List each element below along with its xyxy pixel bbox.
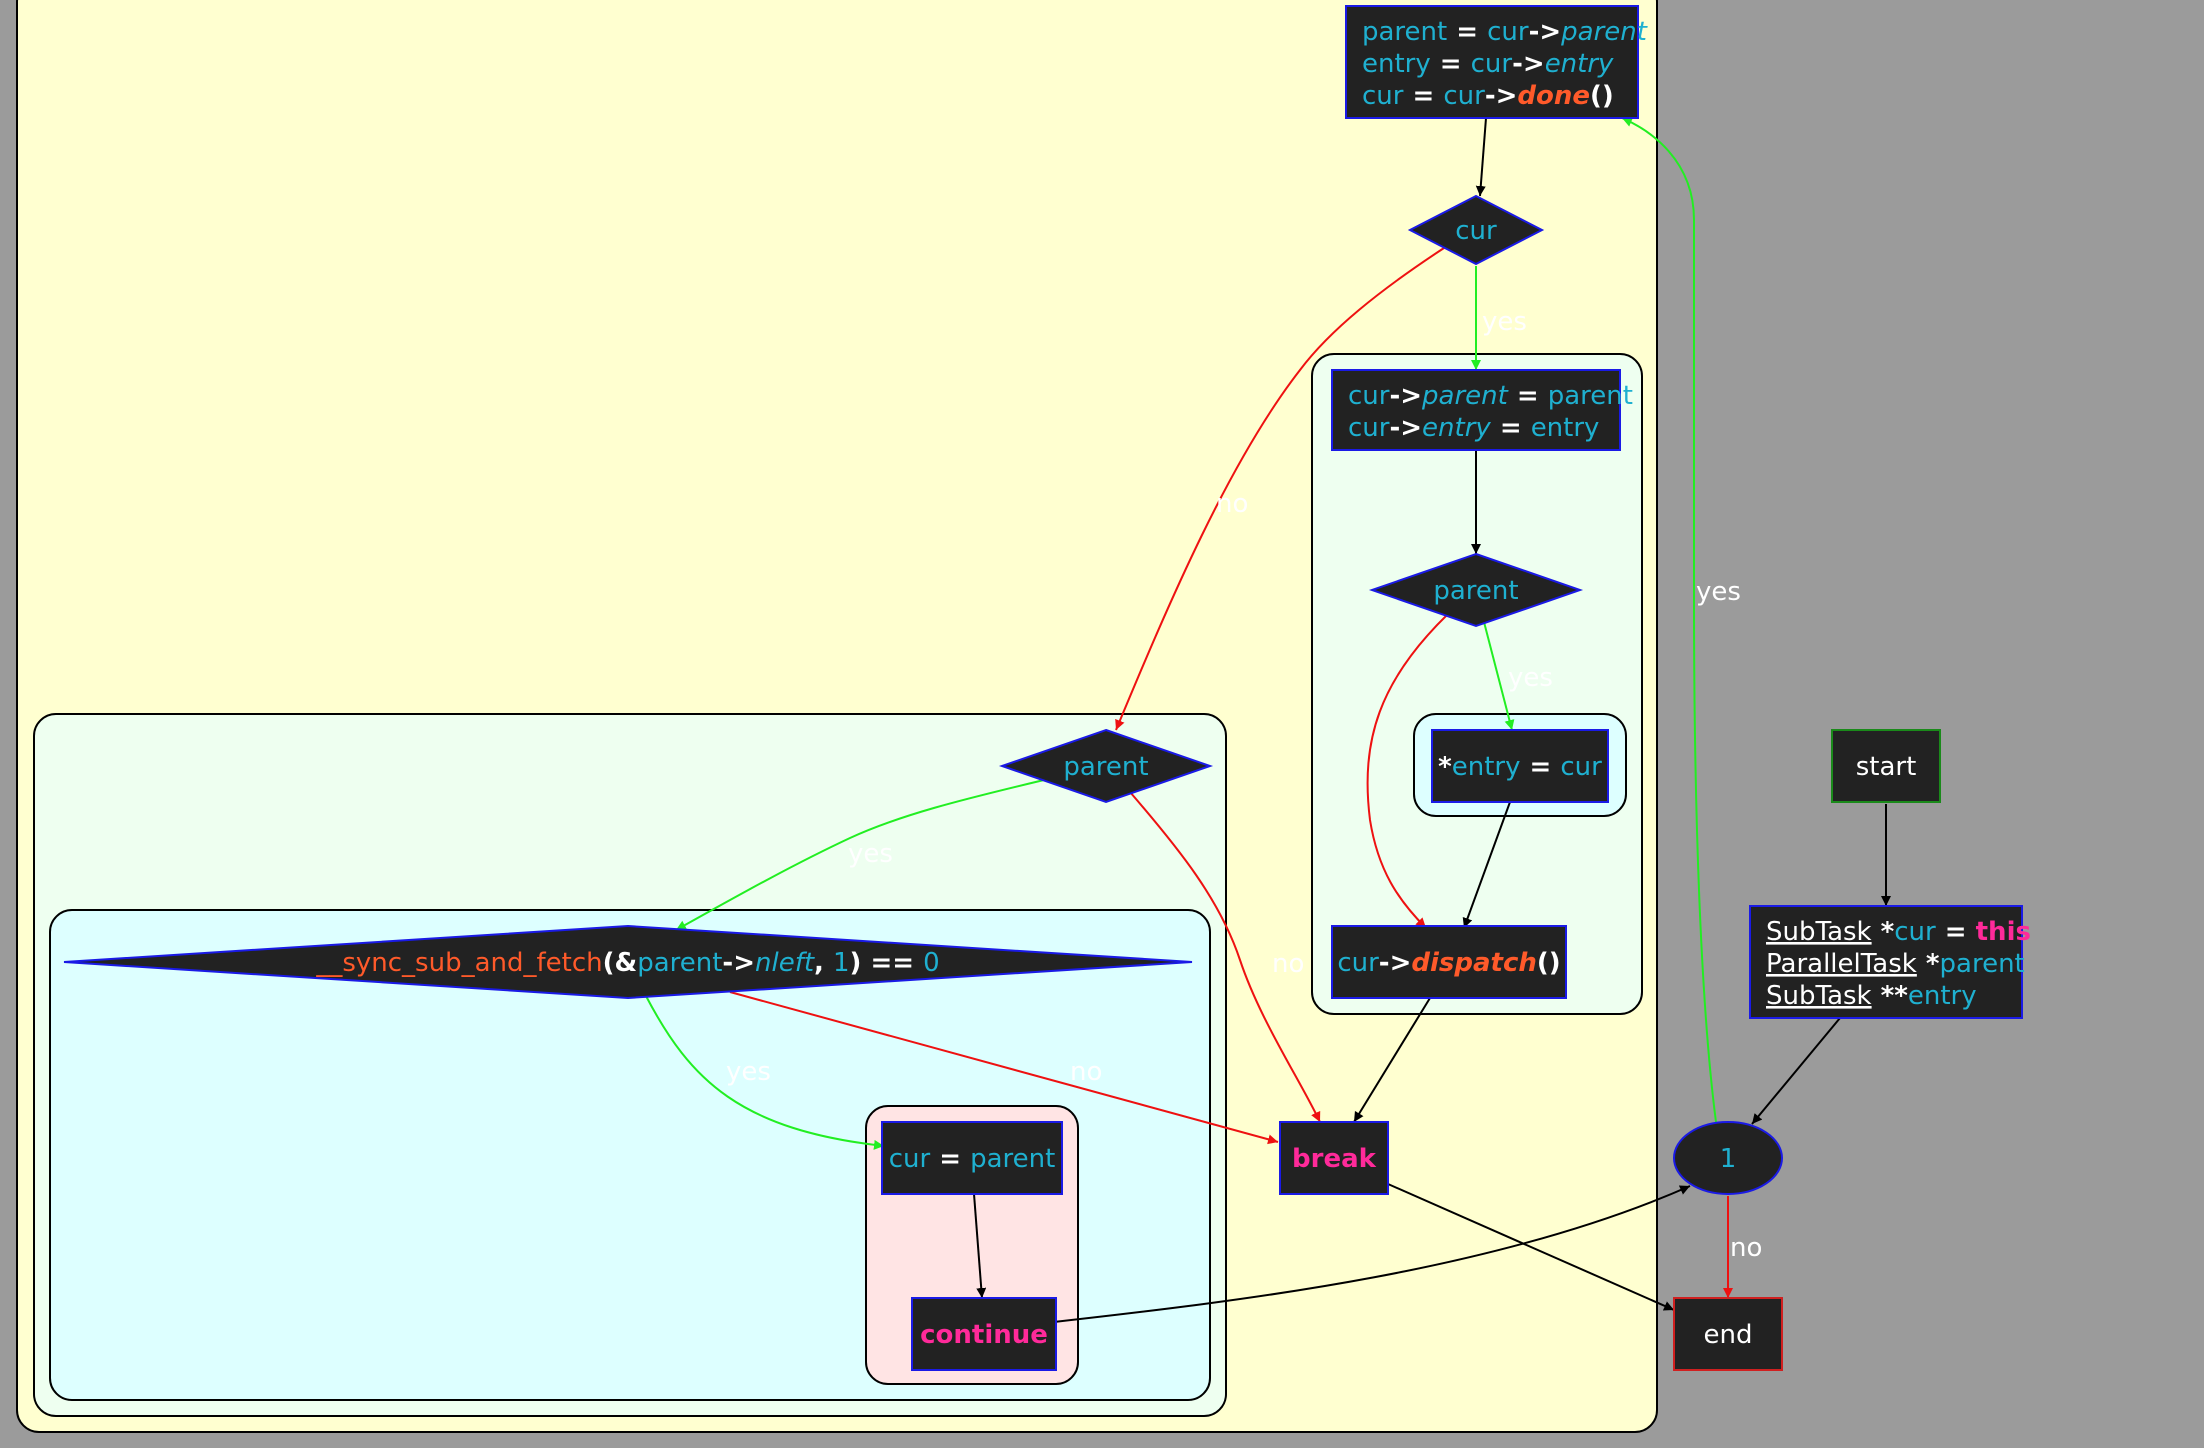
edge-parent-left-no	[1129, 791, 1321, 1123]
svg-text:end: end	[1704, 1320, 1753, 1350]
edge-assign-to-cur	[1475, 117, 1487, 197]
svg-text:start: start	[1856, 752, 1917, 782]
edge-one-yes	[1621, 117, 1717, 1123]
svg-text:__sync_sub_and_fetch(&parent->: __sync_sub_and_fetch(&parent->nleft, 1) …	[315, 948, 939, 978]
edge-sync-no	[729, 991, 1279, 1145]
label-one-no: no	[1730, 1233, 1762, 1263]
edge-parent-left-yes	[675, 779, 1045, 931]
label-cur-no: no	[1216, 489, 1248, 519]
sync-sub-fetch-decision-node[interactable]: __sync_sub_and_fetch(&parent->nleft, 1) …	[63, 924, 1193, 1000]
edge-dispatch-to-break	[1353, 997, 1431, 1123]
svg-text:parent = cur->parent: parent = cur->parent	[1362, 17, 1648, 47]
svg-text:cur->entry = entry: cur->entry = entry	[1348, 413, 1599, 443]
label-cur-yes: yes	[1482, 307, 1527, 337]
entry-assign-node[interactable]: *entry = cur	[1431, 729, 1609, 803]
svg-text:continue: continue	[920, 1320, 1048, 1350]
dispatch-node[interactable]: cur->dispatch()	[1331, 925, 1567, 999]
cur-decision-node[interactable]: cur	[1407, 194, 1545, 266]
cur-eq-parent-node[interactable]: cur = parent	[881, 1121, 1063, 1195]
label-parent-right-yes: yes	[1508, 663, 1553, 693]
declarations-node[interactable]: SubTask *cur = this ParallelTask *parent…	[1749, 905, 2031, 1019]
end-node[interactable]: end	[1673, 1297, 1783, 1371]
svg-text:cur->dispatch(): cur->dispatch()	[1337, 948, 1560, 978]
svg-text:cur->parent = parent: cur->parent = parent	[1348, 381, 1633, 411]
break-node[interactable]: break	[1279, 1121, 1389, 1195]
start-node[interactable]: start	[1831, 729, 1941, 803]
edge-break-to-end	[1387, 1183, 1675, 1311]
svg-text:entry = cur->entry: entry = cur->entry	[1362, 49, 1614, 79]
label-sync-no: no	[1070, 1057, 1102, 1087]
svg-text:break: break	[1292, 1144, 1377, 1174]
edge-parent-right-no	[1366, 613, 1449, 929]
label-parent-left-no: no	[1272, 949, 1304, 979]
svg-text:cur: cur	[1455, 216, 1497, 246]
edges	[645, 117, 1891, 1323]
continue-node[interactable]: continue	[911, 1297, 1057, 1371]
edge-parent-right-yes	[1483, 621, 1515, 731]
set-cur-fields-node[interactable]: cur->parent = parent cur->entry = entry	[1331, 369, 1633, 451]
edge-curparent-to-continue	[973, 1193, 987, 1299]
svg-text:SubTask **entry: SubTask **entry	[1766, 981, 1977, 1011]
loop-condition-node[interactable]: 1	[1673, 1121, 1783, 1195]
label-one-yes: yes	[1696, 577, 1741, 607]
edge-decl-to-one	[1751, 1017, 1841, 1125]
svg-text:cur = parent: cur = parent	[889, 1144, 1056, 1174]
edge-continue-to-one	[1053, 1185, 1691, 1323]
svg-text:parent: parent	[1433, 576, 1518, 606]
svg-text:cur = cur->done(): cur = cur->done()	[1362, 81, 1614, 111]
svg-text:ParallelTask *parent: ParallelTask *parent	[1766, 949, 2025, 979]
edge-sync-yes	[645, 995, 885, 1150]
parent-decision-right-node[interactable]: parent	[1368, 552, 1584, 628]
label-sync-yes: yes	[726, 1057, 771, 1087]
label-parent-left-yes: yes	[848, 839, 893, 869]
edge-cur-no	[1115, 247, 1445, 731]
edge-entry-to-dispatch	[1462, 801, 1511, 929]
assign-from-cur-node[interactable]: parent = cur->parent entry = cur->entry …	[1345, 5, 1648, 119]
parent-decision-left-node[interactable]: parent	[998, 728, 1214, 804]
svg-text:*entry = cur: *entry = cur	[1438, 752, 1602, 782]
svg-text:SubTask *cur = this: SubTask *cur = this	[1766, 917, 2031, 947]
svg-text:1: 1	[1720, 1144, 1737, 1174]
svg-text:parent: parent	[1063, 752, 1148, 782]
